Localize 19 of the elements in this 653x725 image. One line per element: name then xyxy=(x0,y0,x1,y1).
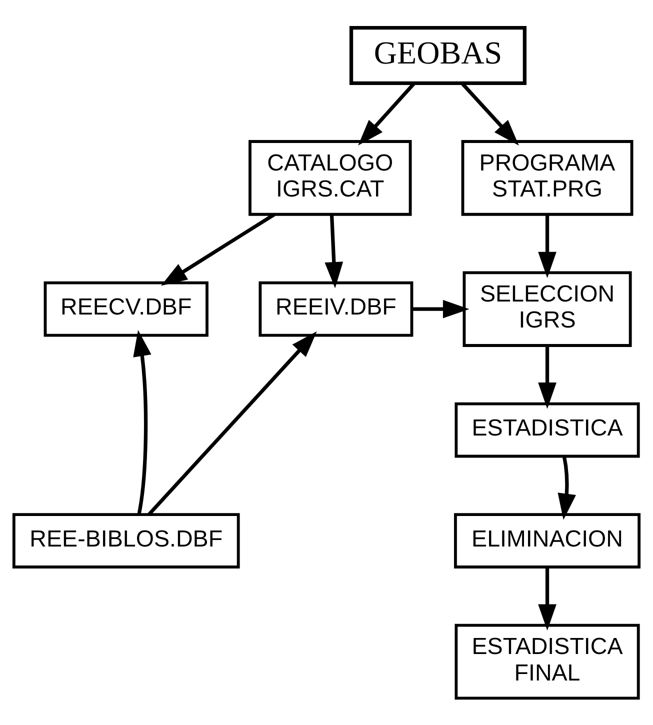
arrow xyxy=(133,330,152,514)
node-box: ELIMINACION xyxy=(454,512,641,568)
arrow xyxy=(538,214,556,278)
node-box: GEOBAS xyxy=(349,26,527,85)
node-box: REE-BIBLOS.DBF xyxy=(12,512,240,568)
node-box: REECV.DBF xyxy=(44,280,208,336)
arrow xyxy=(558,456,576,520)
node-box: SELECCION IGRS xyxy=(462,270,632,346)
node-box: REEIV.DBF xyxy=(258,280,414,336)
node-box: ESTADISTICA xyxy=(454,402,640,458)
node-box: CATALOGO IGRS.CAT xyxy=(248,140,412,216)
arrow xyxy=(160,212,276,286)
arrow xyxy=(412,299,470,318)
arrow xyxy=(538,345,556,408)
arrow xyxy=(148,330,317,516)
node-box: PROGRAMA STAT.PRG xyxy=(461,140,634,216)
node-box: ESTADISTICA FINAL xyxy=(454,623,640,700)
arrow xyxy=(324,214,344,288)
arrow xyxy=(538,566,556,630)
